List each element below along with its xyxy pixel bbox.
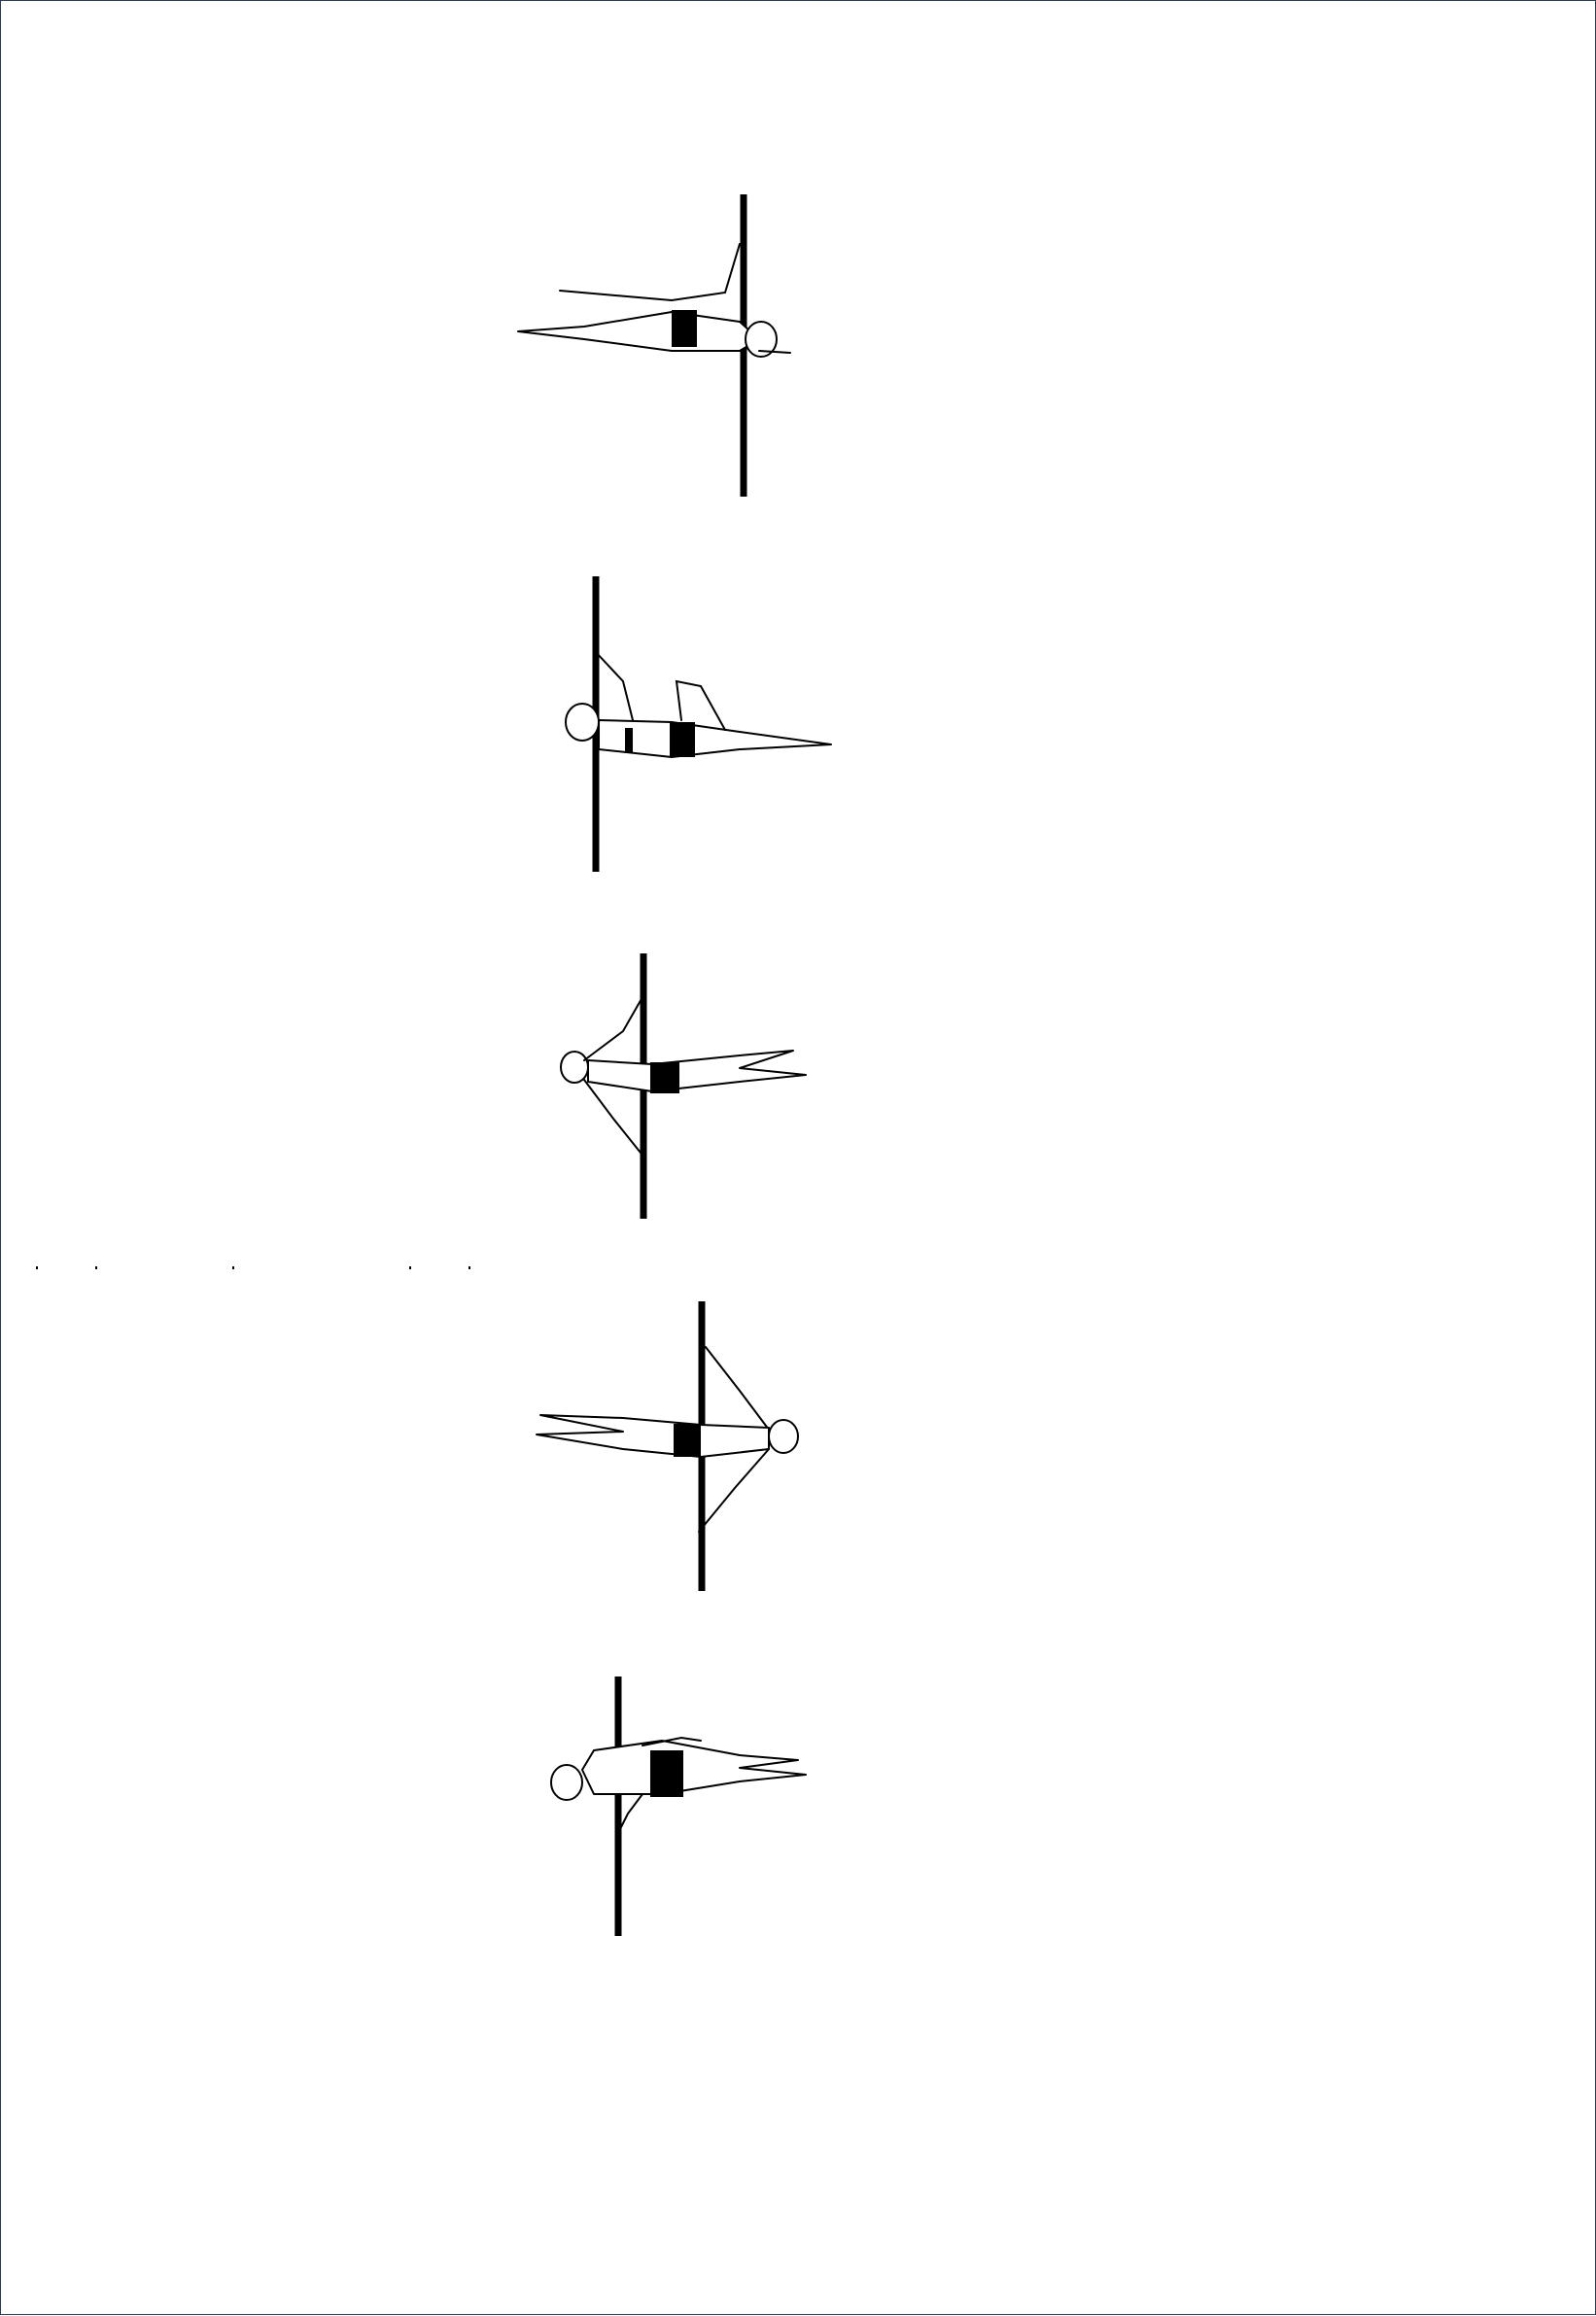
arm-upper [642,1736,702,1746]
figure-body [581,1740,807,1795]
shorts [672,310,697,347]
marker-dots [36,1266,470,1269]
head [768,1419,799,1454]
arm [758,350,791,354]
head [565,703,600,742]
arm-lower [698,1448,770,1533]
shorts [650,1750,683,1797]
arm-lower [617,1793,643,1834]
shorts [674,1424,701,1457]
pole-figure-1 [517,194,791,497]
pole-figure-4 [536,1301,799,1591]
bent-leg [675,679,726,731]
pole-figure-5 [550,1677,807,1936]
figure-body [587,1050,807,1092]
figure-body [536,1414,770,1458]
head [745,321,778,358]
arm-lower [583,1079,645,1158]
pole-figure-2 [565,576,832,872]
head [560,1051,589,1084]
figure-body [598,719,832,758]
top [625,728,633,753]
arm-upper [705,1346,770,1431]
shorts [670,722,695,757]
arm-upper [583,996,643,1061]
shorts [650,1062,679,1093]
figure-body [517,311,760,352]
arm-leg-upper [559,243,741,302]
head [550,1764,583,1801]
pole-figure-3 [560,953,807,1219]
arm [595,651,634,721]
